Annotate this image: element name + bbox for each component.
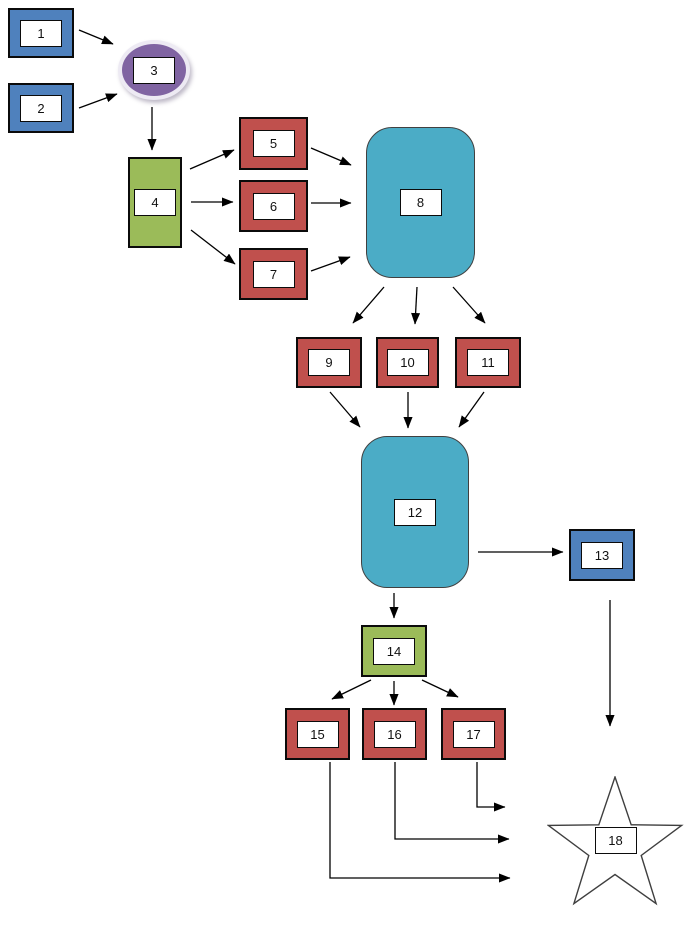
node-2-label: 2	[20, 94, 62, 122]
arrow-17-to-18	[476, 762, 506, 812]
node-6: 6	[239, 180, 308, 232]
node-18: 18	[547, 776, 684, 907]
node-16: 16	[362, 708, 427, 760]
arrow-11-to-12	[458, 391, 485, 428]
node-13-label: 13	[581, 541, 623, 569]
arrow-7-to-8	[310, 256, 351, 272]
node-10-label: 10	[386, 349, 429, 376]
node-8-label: 8	[399, 189, 442, 216]
node-7-label: 7	[252, 260, 295, 288]
node-16-label: 16	[373, 720, 416, 748]
node-17: 17	[441, 708, 506, 760]
node-3-label: 3	[133, 56, 175, 84]
node-5: 5	[239, 117, 308, 170]
node-1-label: 1	[20, 19, 62, 47]
node-4-label: 4	[134, 189, 176, 216]
node-2: 2	[8, 83, 74, 133]
arrow-16-to-18	[394, 762, 510, 844]
arrow-14-to-15	[331, 679, 372, 700]
node-11: 11	[455, 337, 521, 388]
arrow-5-to-8	[310, 147, 352, 166]
node-3: 3	[118, 40, 190, 100]
node-7: 7	[239, 248, 308, 300]
node-15: 15	[285, 708, 350, 760]
node-4: 4	[128, 157, 182, 248]
node-9: 9	[296, 337, 362, 388]
node-5-label: 5	[252, 130, 295, 157]
arrow-2-to-3	[78, 93, 118, 109]
node-11-label: 11	[467, 349, 509, 376]
node-17-label: 17	[452, 720, 495, 748]
arrow-15-to-18	[329, 762, 511, 883]
node-9-label: 9	[308, 349, 350, 376]
arrow-8-to-9	[352, 286, 385, 324]
node-14-label: 14	[373, 637, 415, 665]
node-18-label: 18	[594, 827, 637, 854]
arrow-14-to-17	[421, 679, 459, 698]
node-6-label: 6	[252, 192, 295, 220]
node-1: 1	[8, 8, 74, 58]
arrow-1-to-3	[78, 29, 114, 45]
node-12: 12	[361, 436, 469, 588]
node-14: 14	[361, 625, 427, 677]
node-15-label: 15	[296, 720, 339, 748]
node-10: 10	[376, 337, 439, 388]
arrow-4-to-5	[189, 149, 235, 170]
arrow-4-to-7	[190, 229, 236, 265]
arrow-8-to-10	[411, 286, 421, 325]
node-12-label: 12	[394, 498, 436, 526]
node-13: 13	[569, 529, 635, 581]
arrow-8-to-11	[452, 286, 486, 324]
arrow-9-to-12	[329, 391, 361, 428]
node-8: 8	[366, 127, 475, 278]
